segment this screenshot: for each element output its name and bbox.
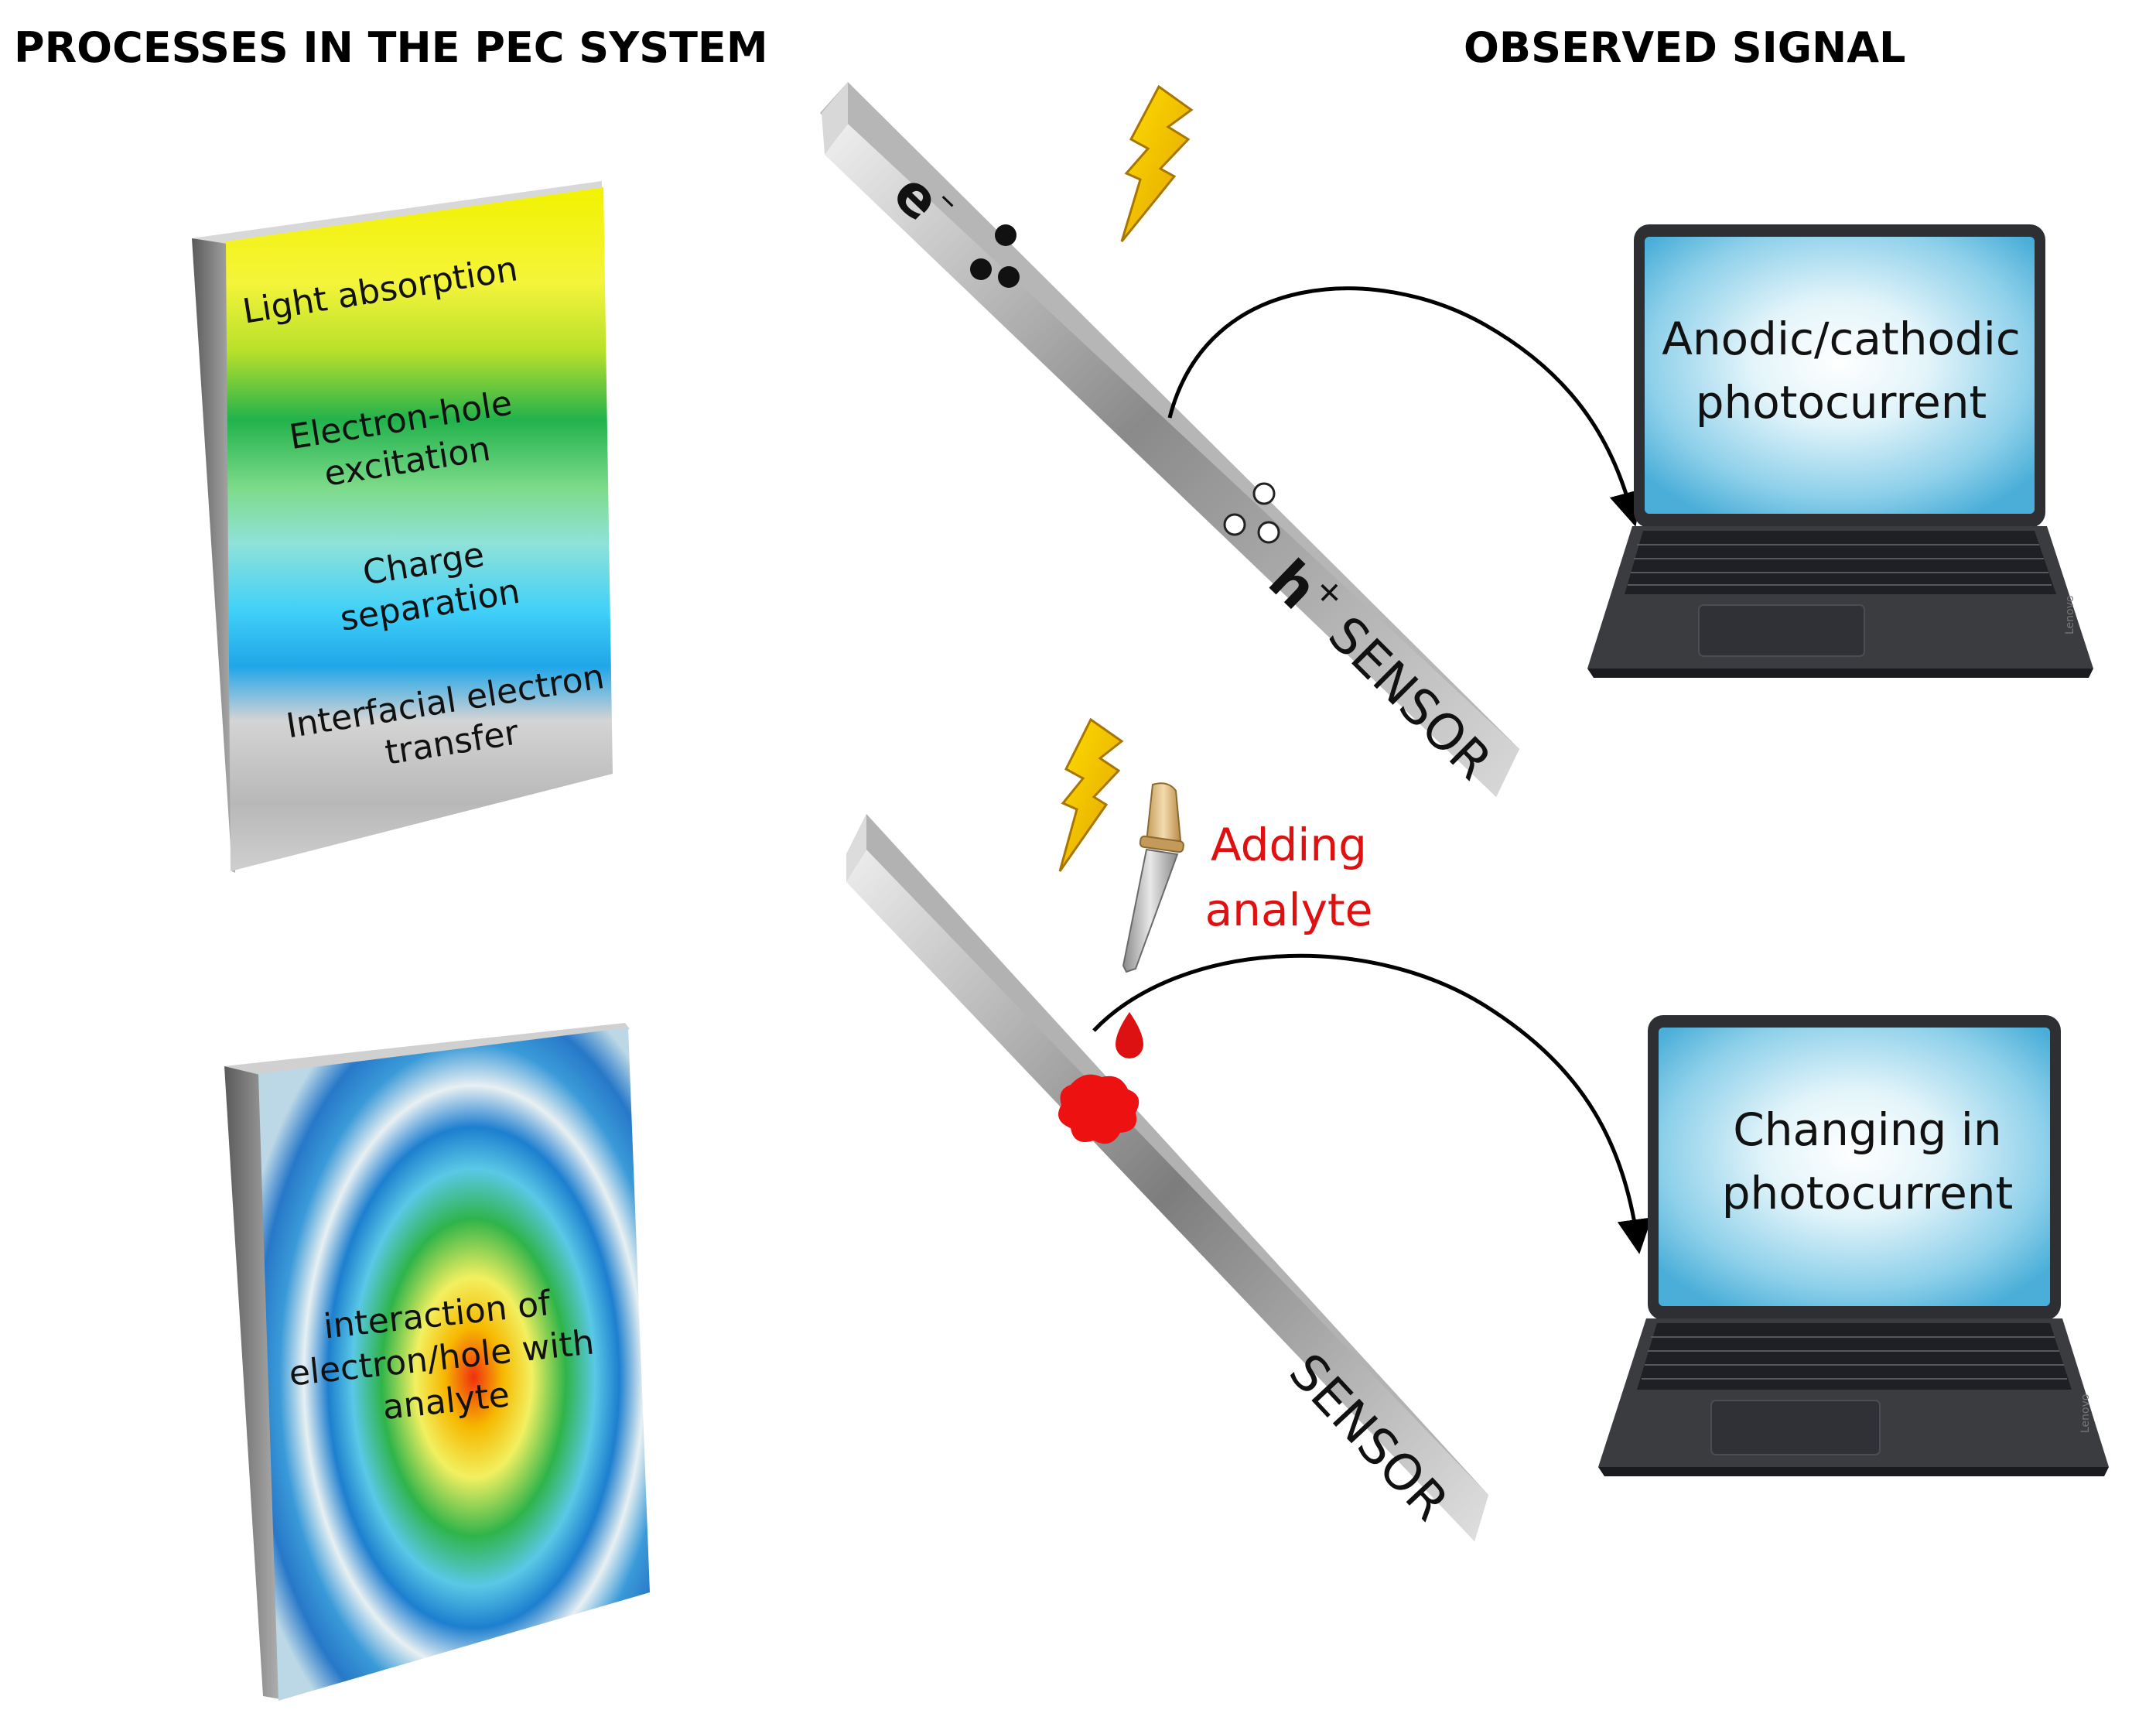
laptop-bottom-screen-line1: Changing in <box>1733 1103 2001 1156</box>
sensor-bar-top: e – h + SENSOR <box>820 82 1519 797</box>
sensor-top-label: SENSOR <box>1317 606 1502 791</box>
laptop-top-screen-line2: photocurrent <box>1696 376 1987 429</box>
interaction-panel: interaction of electron/hole with analyt… <box>224 1023 650 1701</box>
hole-dot <box>1223 513 1246 536</box>
laptop-top-keyboard <box>1625 531 2056 594</box>
sensor-bar-bottom-face <box>846 850 1488 1541</box>
laptop-bottom-brand: Lenovo <box>2079 1394 2092 1433</box>
interaction-panel-top-edge <box>224 1023 630 1076</box>
analyte-drop-icon <box>1116 1012 1143 1058</box>
electron-dot <box>995 224 1016 246</box>
heading-processes: PROCESSES IN THE PEC SYSTEM <box>14 23 768 72</box>
sensor-bar-top-face <box>825 124 1519 797</box>
laptop-bottom-touchpad <box>1710 1400 1881 1455</box>
signal-arrow-top <box>1167 286 1644 527</box>
adding-analyte-line2: analyte <box>1205 884 1373 936</box>
signal-arrow-bottom <box>1092 953 1652 1254</box>
laptop-top-brand: Lenovo <box>2064 596 2076 634</box>
analyte-spot <box>1058 1074 1140 1144</box>
laptop-bottom-keyboard <box>1637 1323 2072 1390</box>
laptop-top: Anodic/cathodic photocurrent Lenovo <box>1587 224 2093 678</box>
laptop-bottom-base-edge <box>1598 1467 2109 1476</box>
hole-dot <box>1257 521 1280 544</box>
electron-dot <box>998 266 1020 288</box>
laptop-top-screen <box>1645 237 2035 514</box>
sensor-bar-bottom: SENSOR <box>846 814 1488 1541</box>
laptop-bottom: Changing in photocurrent Lenovo <box>1598 1015 2109 1476</box>
interaction-panel-face <box>258 1028 650 1701</box>
light-bolt-icon <box>1058 717 1124 872</box>
laptop-bottom-screen <box>1659 1028 2050 1306</box>
process-panel: Light absorption Electron-hole excitatio… <box>192 181 613 873</box>
dropper-icon <box>1122 782 1184 973</box>
hole-dot <box>1252 482 1276 505</box>
laptop-top-screen-line1: Anodic/cathodic <box>1662 313 2021 365</box>
heading-observed-signal: OBSERVED SIGNAL <box>1464 23 1905 72</box>
process-panel-face <box>226 187 613 871</box>
process-panel-side <box>192 238 235 873</box>
laptop-top-base-edge <box>1587 669 2093 678</box>
light-bolt-icon <box>1120 84 1194 242</box>
electron-dot <box>970 258 992 280</box>
laptop-bottom-screen-line2: photocurrent <box>1722 1167 2014 1219</box>
laptop-top-touchpad <box>1698 604 1865 657</box>
sensor-bar-top-cap <box>822 82 848 155</box>
adding-analyte-line1: Adding <box>1211 819 1367 871</box>
sensor-bar-bottom-cap <box>846 814 866 882</box>
process-panel-top-edge <box>192 181 602 245</box>
